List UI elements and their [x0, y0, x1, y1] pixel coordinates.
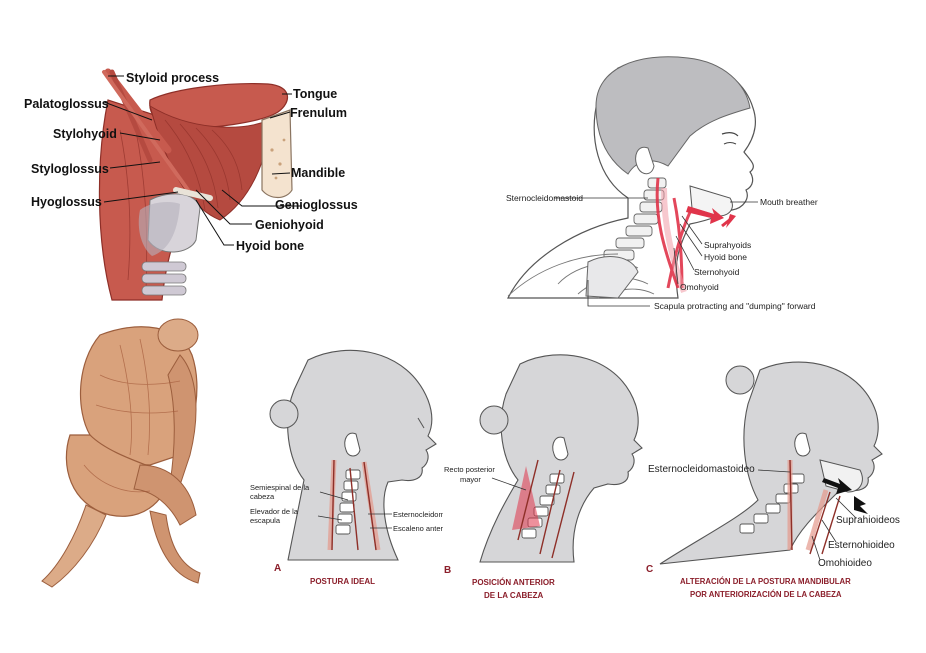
posture-a-illustration: Semiespinal de la cabeza Elevador de la … [250, 349, 443, 586]
label-sternocleidomastoid: Sternocleidomastoid [506, 193, 583, 203]
label-semiespinal-2: cabeza [250, 492, 275, 501]
kneeling-figure-panel [30, 315, 230, 595]
label-mandible: Mandible [291, 166, 345, 180]
label-styloid-process: Styloid process [126, 71, 219, 85]
label-suprahioideos: Suprahioideos [836, 515, 900, 526]
label-omohyoid: Omohyoid [680, 282, 719, 292]
tongue-muscles-panel: Styloid process Tongue Palatoglossus Fre… [0, 40, 380, 310]
posture-b-caption-1: POSICIÓN ANTERIOR [472, 578, 555, 587]
label-esternocleido-c: Esternocleidomastoideo [648, 464, 755, 475]
posture-a-letter: A [274, 563, 281, 574]
posture-b-caption-2: DE LA CABEZA [484, 591, 543, 600]
label-omohioideo: Omohioideo [818, 558, 872, 569]
label-hyoid-bone: Hyoid bone [236, 239, 304, 253]
label-mouth-breather: Mouth breather [760, 197, 818, 207]
label-frenulum: Frenulum [290, 106, 347, 120]
label-suprahyoids: Suprahyoids [704, 240, 751, 250]
label-recto-2: mayor [460, 475, 481, 484]
tongue-illustration: Styloid process Tongue Palatoglossus Fre… [24, 68, 358, 301]
label-tongue: Tongue [293, 87, 337, 101]
label-elevador-1: Elevador de la [250, 507, 299, 516]
label-styloglossus: Styloglossus [31, 162, 109, 176]
posture-c-illustration: Esternocleidomastoideo Suprahioideos Est… [646, 361, 900, 599]
mouth-breather-illustration: Sternocleidomastoid Mouth breather Supra… [506, 56, 818, 311]
label-scapula-protracting: Scapula protracting and "dumping" forwar… [654, 301, 816, 311]
posture-a-caption: POSTURA IDEAL [310, 577, 375, 586]
label-escaleno: Escaleno anterior [393, 524, 443, 533]
posture-b-panel: Recto posterior mayor B POSICIÓN ANTERIO… [440, 340, 645, 605]
label-stylohyoid: Stylohyoid [53, 127, 117, 141]
posture-c-caption-1: ALTERACIÓN DE LA POSTURA MANDIBULAR [680, 577, 851, 586]
posture-c-letter: C [646, 564, 653, 575]
label-semiespinal-1: Semiespinal de la [250, 483, 310, 492]
muscle-body-illustration [41, 318, 201, 588]
label-recto-1: Recto posterior [444, 465, 495, 474]
label-geniohyoid: Geniohyoid [255, 218, 324, 232]
posture-c-caption-2: POR ANTERIORIZACIÓN DE LA CABEZA [690, 590, 842, 599]
label-palatoglossus: Palatoglossus [24, 97, 109, 111]
label-elevador-2: escapula [250, 516, 281, 525]
posture-c-panel: Esternocleidomastoideo Suprahioideos Est… [640, 350, 926, 610]
label-sternohyoid: Sternohyoid [694, 267, 740, 277]
label-hyoid-bone-2: Hyoid bone [704, 252, 747, 262]
posture-b-illustration: Recto posterior mayor B POSICIÓN ANTERIO… [444, 354, 643, 600]
posture-a-panel: Semiespinal de la cabeza Elevador de la … [238, 340, 443, 595]
label-genioglossus: Genioglossus [275, 198, 358, 212]
mouth-breather-panel: Sternocleidomastoid Mouth breather Supra… [468, 48, 918, 313]
posture-b-letter: B [444, 565, 451, 576]
label-esternohioideo: Esternohioideo [828, 540, 895, 551]
label-esternocleido-a: Esternocleidomastoideo [393, 510, 443, 519]
label-hyoglossus: Hyoglossus [31, 195, 102, 209]
